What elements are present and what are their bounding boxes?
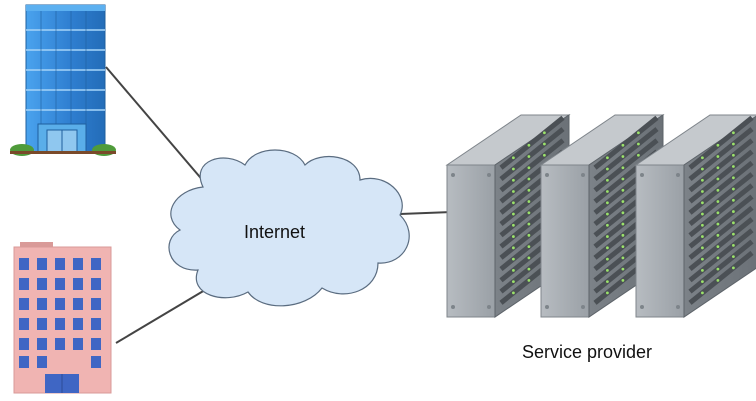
cloud-icon xyxy=(168,149,410,307)
service-provider-servers xyxy=(445,114,756,318)
connection-lines xyxy=(105,66,453,344)
edge-pink-building-to-internet xyxy=(115,289,206,344)
office-building-icon xyxy=(13,242,112,394)
edge-blue-building-to-internet xyxy=(105,66,206,184)
edge-internet-to-servers xyxy=(399,211,453,215)
office-building-icon xyxy=(10,4,116,156)
server-rack-icon xyxy=(539,114,665,318)
internet-label: Internet xyxy=(244,222,306,242)
server-rack-icon xyxy=(634,114,756,318)
service-provider-label: Service provider xyxy=(522,342,653,362)
